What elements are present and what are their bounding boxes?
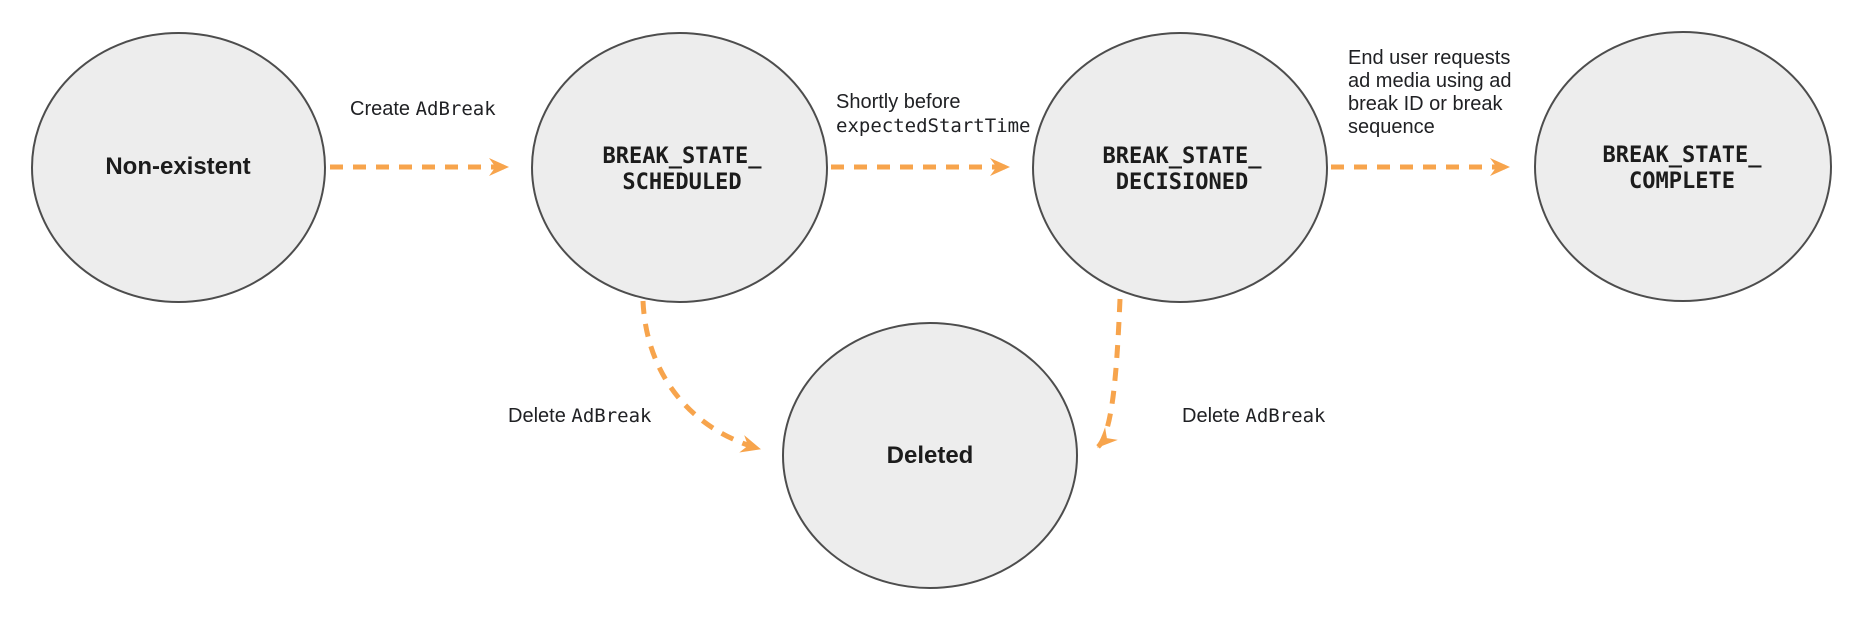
edge-label-shortly-text: Shortly before: [836, 91, 961, 113]
state-node-nonexistent-circle: [31, 32, 326, 303]
edge-label-create-adbreak: Create AdBreak: [350, 97, 496, 121]
state-node-complete-circle: [1534, 31, 1832, 302]
node-label-decisioned: BREAK_STATE_ DECISIONED: [1102, 144, 1262, 195]
edge-label-delete-adbreak-right: Delete AdBreak: [1182, 404, 1325, 428]
edge-label-shortly-code: expectedStartTime: [836, 115, 1031, 137]
edge-label-create-text: Create: [350, 98, 411, 120]
edge-label-delete-left-code: AdBreak: [571, 405, 652, 427]
edge-label-enduser-requests: End user requests ad media using ad brea…: [1348, 47, 1512, 138]
edge-label-delete-left-text: Delete: [508, 405, 566, 427]
state-node-deleted-circle: [782, 322, 1078, 589]
edge-label-shortly-before: Shortly before expectedStartTime: [836, 90, 1030, 138]
edge-label-create-code: AdBreak: [415, 98, 496, 120]
state-node-decisioned-circle: [1032, 32, 1328, 303]
state-node-scheduled-circle: [531, 32, 828, 303]
edge-delete-left-arrow: [640, 300, 761, 453]
edge-label-delete-right-text: Delete: [1182, 405, 1240, 427]
node-label-deleted: Deleted: [886, 442, 974, 469]
edge-label-delete-right-code: AdBreak: [1245, 405, 1326, 427]
node-label-nonexistent: Non-existent: [105, 153, 251, 180]
edge-label-delete-adbreak-left: Delete AdBreak: [508, 404, 651, 428]
node-label-complete: BREAK_STATE_ COMPLETE: [1602, 143, 1762, 194]
node-label-scheduled: BREAK_STATE_ SCHEDULED: [602, 144, 762, 195]
edge-delete-right-arrow: [1096, 298, 1123, 449]
